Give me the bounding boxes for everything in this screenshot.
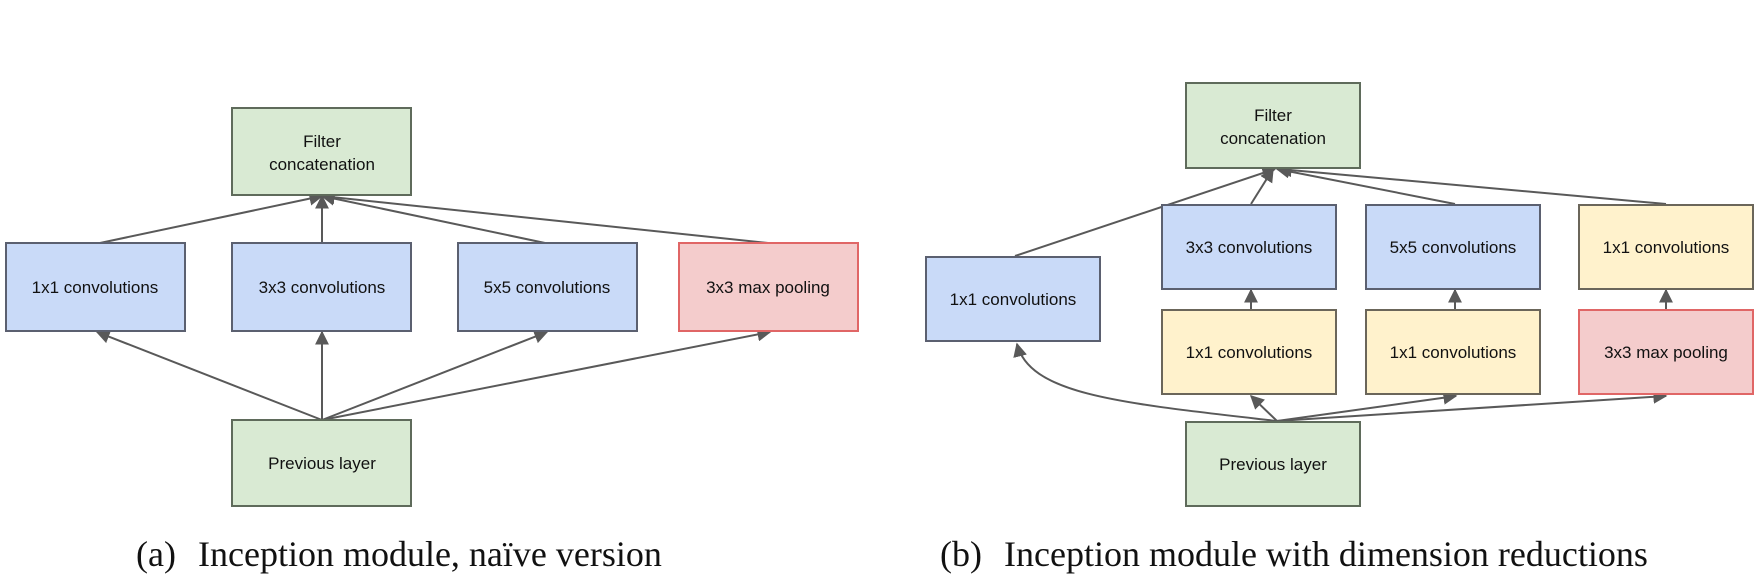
node-a-filter-line1: Filter [303, 132, 341, 151]
node-a-previous-label: Previous layer [268, 454, 376, 473]
caption-a-text: Inception module, naïve version [198, 534, 662, 574]
edge-a-5x5-to-filter [320, 191, 546, 244]
caption-b-label: (b) [940, 534, 982, 574]
node-b-reduce-5x5-label: 1x1 convolutions [1390, 343, 1517, 362]
panel-a: Filter concatenation 1x1 convolutions 3x… [5, 107, 859, 574]
edge-b-prev-to-reduce3x3 [1249, 395, 1278, 422]
node-b-filter-line2: concatenation [1220, 129, 1326, 148]
edge-b-prev-to-1x1-left [1013, 342, 1278, 422]
node-a-5x5-convolutions: 5x5 convolutions [457, 242, 638, 332]
node-b-1x1-convolutions-top-right: 1x1 convolutions [1578, 204, 1754, 290]
edge-b-1x1-left-to-filter [1014, 166, 1277, 257]
edge-b-5x5-to-filter [1275, 164, 1456, 205]
edge-a-maxpool-to-filter [320, 190, 769, 244]
node-b-maxpool-label: 3x3 max pooling [1604, 343, 1728, 362]
edge-a-prev-to-5x5 [321, 330, 549, 421]
edge-a-prev-to-maxpool [321, 327, 772, 421]
edge-b-3x3-to-filter [1250, 167, 1274, 205]
caption-b-text: Inception module with dimension reductio… [1004, 534, 1648, 574]
node-a-3x3-max-pooling: 3x3 max pooling [678, 242, 859, 332]
edge-b-prev-to-reduce5x5 [1276, 390, 1458, 422]
node-b-1x1-top-right-label: 1x1 convolutions [1603, 238, 1730, 257]
node-b-filter-line1: Filter [1254, 106, 1292, 125]
node-b-1x1-reduce-3x3: 1x1 convolutions [1161, 309, 1337, 395]
node-a-1x1-convolutions: 1x1 convolutions [5, 242, 186, 332]
node-b-1x1-left-label: 1x1 convolutions [950, 290, 1077, 309]
node-a-maxpool-label: 3x3 max pooling [706, 278, 830, 297]
node-b-5x5-convolutions: 5x5 convolutions [1365, 204, 1541, 290]
edge-b-prev-to-maxpool [1276, 389, 1668, 422]
node-a-filter-concatenation: Filter concatenation [231, 107, 412, 196]
node-b-previous-layer: Previous layer [1185, 421, 1361, 507]
panel-b: Filter concatenation 3x3 convolutions 5x… [925, 82, 1754, 574]
node-b-5x5-label: 5x5 convolutions [1390, 238, 1517, 257]
node-b-3x3-label: 3x3 convolutions [1186, 238, 1313, 257]
panel-a-edges [95, 190, 772, 421]
node-a-3x3-convolutions: 3x3 convolutions [231, 242, 412, 332]
node-b-1x1-reduce-5x5: 1x1 convolutions [1365, 309, 1541, 395]
node-a-previous-layer: Previous layer [231, 419, 412, 507]
node-b-3x3-max-pooling: 3x3 max pooling [1578, 309, 1754, 395]
node-a-filter-line2: concatenation [269, 155, 375, 174]
node-b-filter-concatenation: Filter concatenation [1185, 82, 1361, 169]
edge-a-1x1-to-filter [99, 191, 324, 244]
panel-b-edges [1013, 163, 1673, 422]
caption-a-label: (a) [136, 534, 176, 574]
edge-b-1x1-top-to-filter [1277, 163, 1667, 205]
node-a-1x1-label: 1x1 convolutions [32, 278, 159, 297]
edge-a-prev-to-1x1 [95, 330, 323, 421]
node-b-previous-label: Previous layer [1219, 455, 1327, 474]
node-a-3x3-label: 3x3 convolutions [259, 278, 386, 297]
node-b-3x3-convolutions: 3x3 convolutions [1161, 204, 1337, 290]
node-b-reduce-3x3-label: 1x1 convolutions [1186, 343, 1313, 362]
node-b-1x1-convolutions-left: 1x1 convolutions [925, 256, 1101, 342]
node-a-5x5-label: 5x5 convolutions [484, 278, 611, 297]
